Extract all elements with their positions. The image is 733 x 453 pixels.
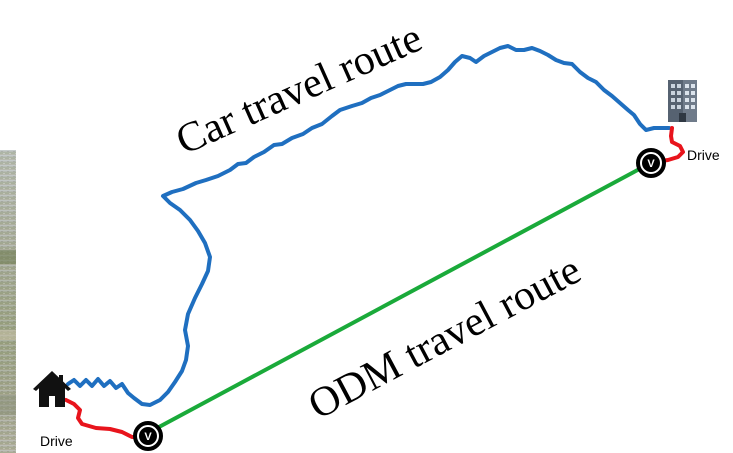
vertiport-origin-icon: V	[133, 421, 163, 451]
odm-route-line	[157, 164, 647, 429]
vertiport-destination-letter: V	[647, 158, 655, 170]
house-icon	[33, 371, 71, 407]
office-building-icon	[668, 80, 697, 122]
aerial-photo-strip	[0, 150, 16, 453]
vertiport-destination-icon: V	[636, 148, 666, 178]
car-route-line	[66, 44, 671, 407]
drive-origin-label: Drive	[40, 433, 73, 449]
drive-destination-label: Drive	[687, 147, 720, 163]
drive-segment-destination	[659, 126, 685, 163]
vertiport-origin-letter: V	[144, 431, 152, 443]
drive-segment-origin	[64, 398, 140, 439]
